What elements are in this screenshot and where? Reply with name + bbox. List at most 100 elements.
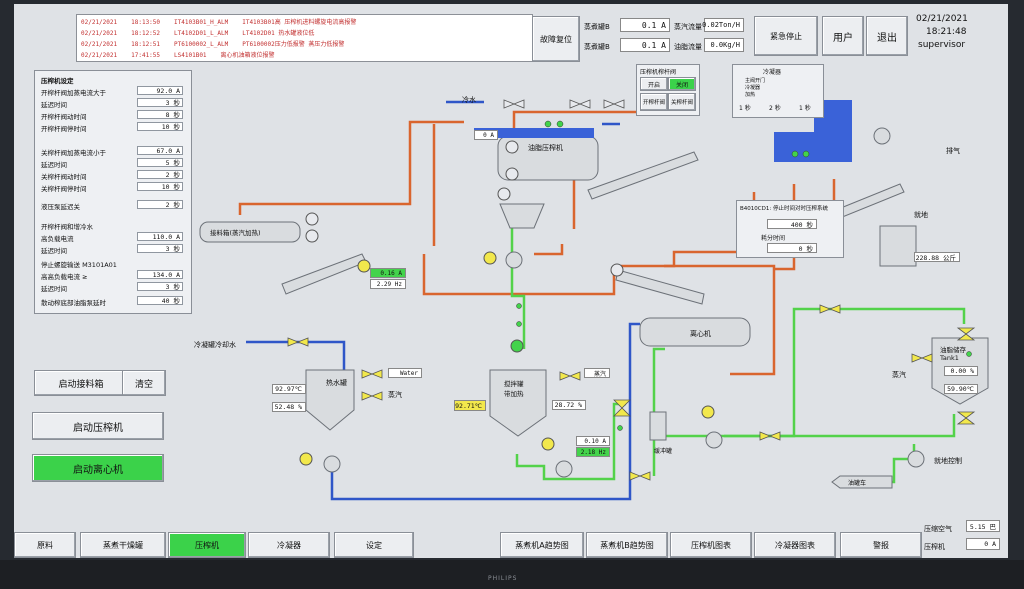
press-current: 0 A [474, 130, 498, 140]
tab-condenser-chart[interactable]: 冷凝器图表 [754, 532, 836, 558]
pump1-value: 0.1 A [620, 18, 670, 32]
clear-button[interactable]: 清空 [122, 370, 166, 396]
motor-running-icon[interactable] [510, 339, 524, 353]
hot-water-tank[interactable] [305, 369, 355, 431]
weigh-bin[interactable] [879, 225, 917, 267]
stir-tank-temp: 92.71℃ [454, 400, 486, 411]
buffer-tank[interactable] [649, 411, 667, 441]
setting-label: 关榨杆阀加蒸电流小于 [41, 149, 106, 157]
motor-r-icon[interactable] [497, 187, 511, 201]
oil-truck[interactable] [831, 475, 893, 489]
pump-icon[interactable] [555, 460, 573, 478]
valve-icons[interactable] [287, 304, 976, 481]
screw-conveyor-1[interactable] [281, 253, 367, 295]
flow1-value: 0.02Ton/H [702, 18, 744, 32]
motor-r-icon[interactable] [505, 140, 519, 154]
centrifuge[interactable] [639, 317, 751, 347]
setting-label: 延迟时间 [41, 285, 67, 293]
setting-input[interactable]: 10 秒 [137, 182, 183, 191]
start-centrifuge-button[interactable]: 启动离心机 [32, 454, 164, 482]
setting-input[interactable]: 3 秒 [137, 282, 183, 291]
header-user: supervisor [918, 40, 966, 50]
setting-input[interactable]: 10 秒 [137, 122, 183, 131]
start-press-button[interactable]: 启动压榨机 [32, 412, 164, 440]
tab-cooker-a-trend[interactable]: 蒸煮机A趋势图 [500, 532, 584, 558]
setting-input[interactable]: 2 秒 [137, 170, 183, 179]
vfd-f-icon[interactable] [299, 452, 313, 466]
tab-condenser[interactable]: 冷凝器 [248, 532, 330, 558]
screw-conveyor-2[interactable] [587, 151, 699, 200]
setting-input[interactable]: 5 秒 [137, 158, 183, 167]
setting-label: 开榨杆阀和增冷水 [41, 223, 93, 231]
press-current-value: 0 A [966, 538, 1000, 550]
hopper[interactable] [499, 203, 545, 229]
setting-input[interactable]: 134.0 A [137, 270, 183, 279]
setting-input[interactable]: 2 秒 [137, 200, 183, 209]
feeder-tank[interactable] [199, 221, 301, 243]
tab-press-chart[interactable]: 压榨机图表 [670, 532, 752, 558]
tab-alarms[interactable]: 警报 [840, 532, 922, 558]
emergency-stop-button[interactable]: 紧急停止 [754, 16, 818, 56]
setting-input[interactable]: 67.0 A [137, 146, 183, 155]
setting-label: 液压泵延迟关 [41, 203, 80, 211]
fault-reset-button[interactable]: 故障复位 [532, 16, 580, 62]
motor-f-icon[interactable] [610, 263, 624, 277]
setting-input[interactable]: 110.0 A [137, 232, 183, 241]
press-valve-title: 压榨机榨杆阀 [640, 69, 677, 76]
press-name: 油脂压榨机 [528, 144, 563, 152]
pump-icon[interactable] [907, 450, 925, 468]
press-motor[interactable] [474, 128, 594, 138]
stir-tank[interactable] [489, 369, 547, 437]
exit-button[interactable]: 退出 [866, 16, 908, 56]
setting-input[interactable]: 8 秒 [137, 110, 183, 119]
pump-icon[interactable] [705, 431, 723, 449]
drive-unit[interactable] [774, 132, 814, 162]
air-label: 压缩空气 [924, 525, 952, 533]
user-button[interactable]: 用户 [822, 16, 864, 56]
setting-label: 延迟时间 [41, 101, 67, 109]
setting-input[interactable]: 40 秒 [137, 296, 183, 305]
motor-r-icon[interactable] [505, 167, 519, 181]
press-valve-close-sub-button[interactable]: 关榨杆阀 [668, 93, 696, 111]
monitor-bezel [0, 560, 1024, 589]
vfd-f-icon[interactable] [357, 259, 371, 273]
tab-raw-material[interactable]: 原料 [14, 532, 76, 558]
pump2-label: 蒸煮罐B [584, 43, 610, 51]
press-valve-close-button[interactable]: 关闭 [668, 77, 696, 91]
start-feeder-button[interactable]: 启动接料箱 [34, 370, 128, 396]
tab-cooker-b-trend[interactable]: 蒸煮机B趋势图 [586, 532, 668, 558]
delay-title: B4010CD1: 停止时间对时压榨系统 [740, 206, 828, 212]
steam-tag: 蒸汽 [388, 391, 402, 399]
exhaust-fan[interactable] [873, 127, 891, 145]
press-valve-open-button[interactable]: 开启 [640, 77, 668, 91]
setting-label: 关榨杆阀停时间 [41, 185, 87, 193]
pump-icon[interactable] [323, 455, 341, 473]
tab-press[interactable]: 压榨机 [168, 532, 246, 558]
pump-frequency: 2.18 Hz [576, 447, 610, 457]
vfd-f-icon[interactable] [701, 405, 715, 419]
delay-input[interactable]: 400 秒 [767, 219, 817, 229]
vfd-f-icon[interactable] [483, 251, 497, 265]
motor-r-icon[interactable] [305, 212, 319, 226]
pump-icon[interactable] [505, 251, 523, 269]
motor-r-icon[interactable] [305, 229, 319, 243]
monitor-brand: PHILIPS [488, 575, 518, 582]
setting-input[interactable]: 3 秒 [137, 98, 183, 107]
local-control-label: 就地控制 [934, 457, 962, 465]
tab-settings[interactable]: 设定 [334, 532, 414, 558]
setting-input[interactable]: 3 秒 [137, 244, 183, 253]
delay-input-2[interactable]: 0 秒 [767, 243, 817, 253]
setting-input[interactable]: 92.0 A [137, 86, 183, 95]
manual-valve-icons[interactable] [503, 99, 625, 109]
tab-cooker-dryer[interactable]: 蒸煮干燥罐 [80, 532, 166, 558]
vfd-f-icon[interactable] [541, 437, 555, 451]
setting-label: 关榨杆阀动时间 [41, 173, 87, 181]
screw-conveyor-3[interactable] [615, 269, 705, 305]
press-valve-open-sub-button[interactable]: 开榨杆阀 [640, 93, 668, 111]
